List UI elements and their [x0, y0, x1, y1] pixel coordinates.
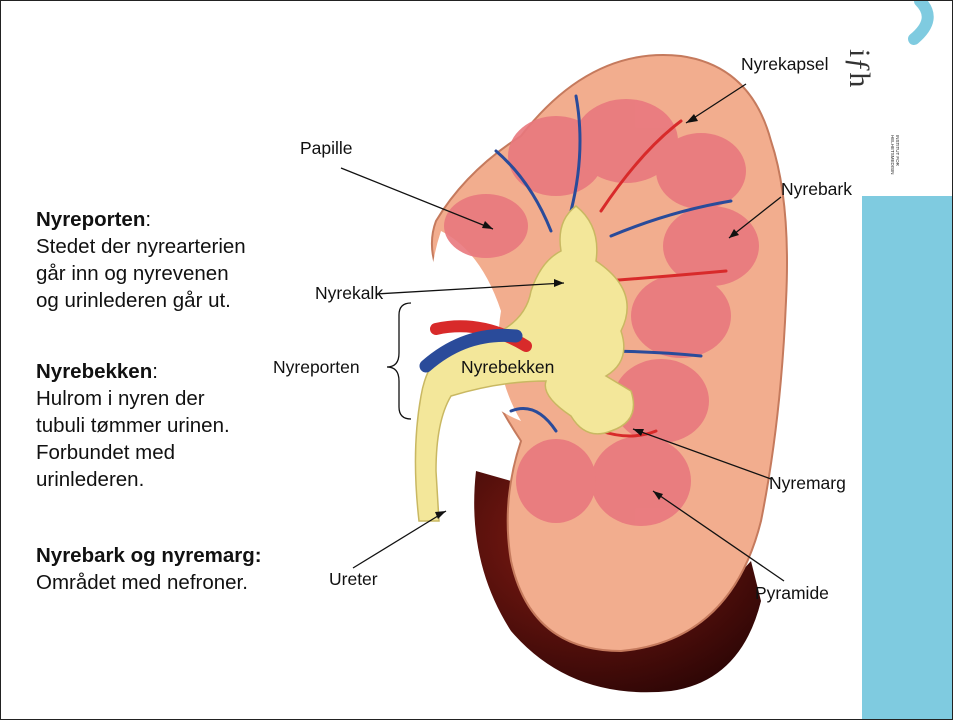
leader-pyramide [653, 491, 784, 581]
nyreporten-bracket [387, 303, 411, 419]
label-nyremarg: Nyremarg [769, 473, 846, 494]
leader-nyrekalk [376, 283, 564, 294]
leader-ureter [353, 511, 446, 568]
label-nyreporten: Nyreporten [273, 357, 360, 378]
leader-nyremarg [633, 429, 771, 479]
leader-lines [1, 1, 881, 720]
leader-papille [341, 168, 493, 229]
label-nyrekapsel: Nyrekapsel [741, 54, 829, 75]
label-nyrebekken: Nyrebekken [461, 357, 554, 378]
label-nyrekalk: Nyrekalk [315, 283, 383, 304]
leader-nyrebark [729, 197, 781, 238]
label-nyrebark: Nyrebark [781, 179, 852, 200]
label-ureter: Ureter [329, 569, 378, 590]
label-pyramide: Pyramide [755, 583, 829, 604]
label-papille: Papille [300, 138, 353, 159]
